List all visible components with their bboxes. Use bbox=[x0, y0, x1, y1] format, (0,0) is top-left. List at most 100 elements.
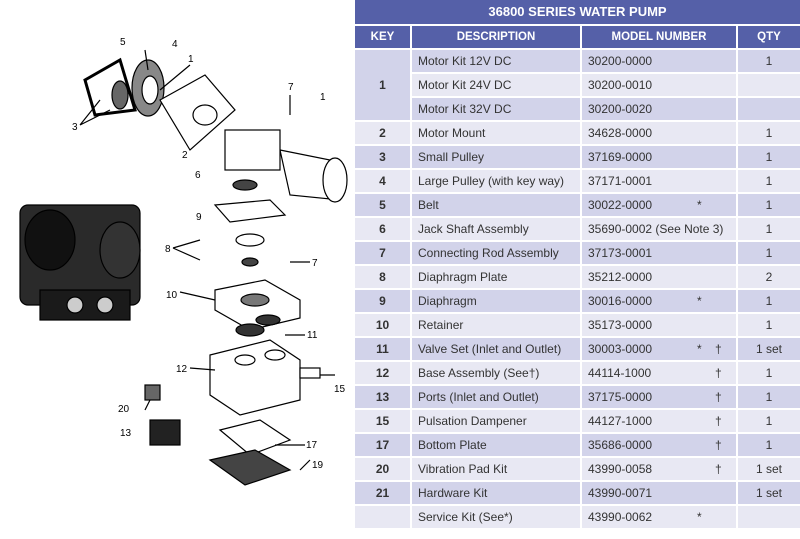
row-qty: 1 bbox=[738, 146, 800, 170]
table-header-row: KEY DESCRIPTION MODEL NUMBER QTY bbox=[355, 26, 800, 50]
row-qty: 1 bbox=[738, 170, 800, 194]
row-key: 7 bbox=[355, 242, 412, 266]
row-model-number: 43990-0062 bbox=[588, 510, 653, 524]
row-qty: 1 bbox=[738, 290, 800, 314]
service-kit-marker: * bbox=[697, 342, 702, 356]
exploded-pump-diagram: 5 4 1 3 7 1 2 6 8 9 7 10 11 12 15 20 13 … bbox=[0, 0, 352, 534]
row-description: Belt bbox=[412, 194, 582, 218]
row-model-cell: 35212-0000 bbox=[582, 266, 738, 290]
base-assembly-marker: † bbox=[715, 462, 722, 476]
row-model-number: 37171-0001 bbox=[588, 174, 653, 188]
row-model-cell: 44114-1000† bbox=[582, 362, 738, 386]
row-model-cell: 37171-0001 bbox=[582, 170, 738, 194]
callout: 20 bbox=[118, 404, 130, 415]
callout: 3 bbox=[72, 122, 78, 133]
callout: 9 bbox=[196, 212, 202, 223]
row-model-number: 37169-0000 bbox=[588, 150, 653, 164]
row-model-cell: 37175-0000† bbox=[582, 386, 738, 410]
callout: 8 bbox=[165, 244, 171, 255]
row-key: 20 bbox=[355, 458, 412, 482]
row-model-number: 30200-0020 bbox=[582, 98, 738, 122]
header-qty: QTY bbox=[738, 26, 800, 50]
callout: 13 bbox=[120, 428, 132, 439]
row-qty: 1 set bbox=[738, 482, 800, 506]
row-key: 3 bbox=[355, 146, 412, 170]
row-key: 1 bbox=[355, 50, 412, 122]
row-key: 21 bbox=[355, 482, 412, 506]
row-model-number: 35173-0000 bbox=[588, 318, 653, 332]
row-key: 9 bbox=[355, 290, 412, 314]
row-description: Base Assembly (See†) bbox=[412, 362, 582, 386]
callout: 12 bbox=[176, 364, 188, 375]
row-model-cell: 34628-0000 bbox=[582, 122, 738, 146]
row-model-number: 30016-0000 bbox=[588, 294, 653, 308]
row-qty: 2 bbox=[738, 266, 800, 290]
base-assembly-marker: † bbox=[715, 390, 722, 404]
row-description: Hardware Kit bbox=[412, 482, 582, 506]
base-assembly-marker: † bbox=[715, 342, 722, 356]
base-assembly-marker: † bbox=[715, 438, 722, 452]
callout: 6 bbox=[195, 170, 201, 181]
row-key: 10 bbox=[355, 314, 412, 338]
row-key: 15 bbox=[355, 410, 412, 434]
row-model-number: 35686-0000 bbox=[588, 438, 653, 452]
parts-table: 36800 SERIES WATER PUMP KEY DESCRIPTION … bbox=[355, 0, 800, 530]
row-key: 11 bbox=[355, 338, 412, 362]
base-assembly-marker: † bbox=[715, 366, 722, 380]
row-qty: 1 bbox=[738, 218, 800, 242]
row-model-number: 34628-0000 bbox=[588, 126, 653, 140]
row-qty: 1 bbox=[738, 194, 800, 218]
row-model-number: 44127-1000 bbox=[588, 414, 653, 428]
row-qty bbox=[738, 74, 800, 98]
row-key: 5 bbox=[355, 194, 412, 218]
row-model-cell: 30016-0000* bbox=[582, 290, 738, 314]
table-row: Service Kit (See*)43990-0062* bbox=[355, 506, 800, 530]
callout: 19 bbox=[312, 460, 324, 471]
row-key: 17 bbox=[355, 434, 412, 458]
row-model-cell: 37173-0001 bbox=[582, 242, 738, 266]
row-description: Motor Mount bbox=[412, 122, 582, 146]
row-key: 2 bbox=[355, 122, 412, 146]
row-model-number: 37173-0001 bbox=[588, 246, 653, 260]
row-description: Motor Kit 32V DC bbox=[412, 98, 582, 122]
service-kit-marker: * bbox=[697, 510, 702, 524]
row-model-number: 30200-0000 bbox=[582, 50, 738, 74]
row-description: Retainer bbox=[412, 314, 582, 338]
row-qty: 1 set bbox=[738, 458, 800, 482]
row-qty bbox=[738, 98, 800, 122]
row-model-cell: 43990-0058 † bbox=[582, 458, 738, 482]
row-qty: 1 bbox=[738, 362, 800, 386]
row-model-cell: 35173-0000 bbox=[582, 314, 738, 338]
row-model-cell: 44127-1000† bbox=[582, 410, 738, 434]
row-model-cell: 30022-0000* bbox=[582, 194, 738, 218]
callout: 1 bbox=[188, 54, 194, 65]
row-model-number: 35690-0002 (See Note 3) bbox=[588, 222, 724, 236]
row-description: Ports (Inlet and Outlet) bbox=[412, 386, 582, 410]
row-description: Diaphragm bbox=[412, 290, 582, 314]
callout: 10 bbox=[166, 290, 178, 301]
row-key: 4 bbox=[355, 170, 412, 194]
row-qty: 1 bbox=[738, 50, 800, 74]
row-model-number: 30003-0000 bbox=[588, 342, 653, 356]
row-model-number: 43990-0058 bbox=[588, 462, 653, 476]
header-key: KEY bbox=[355, 26, 412, 50]
row-description: Motor Kit 24V DC bbox=[412, 74, 582, 98]
row-key: 13 bbox=[355, 386, 412, 410]
row-key: 12 bbox=[355, 362, 412, 386]
row-model-cell: 35690-0002 (See Note 3) bbox=[582, 218, 738, 242]
row-qty: 1 bbox=[738, 410, 800, 434]
row-description: Diaphragm Plate bbox=[412, 266, 582, 290]
